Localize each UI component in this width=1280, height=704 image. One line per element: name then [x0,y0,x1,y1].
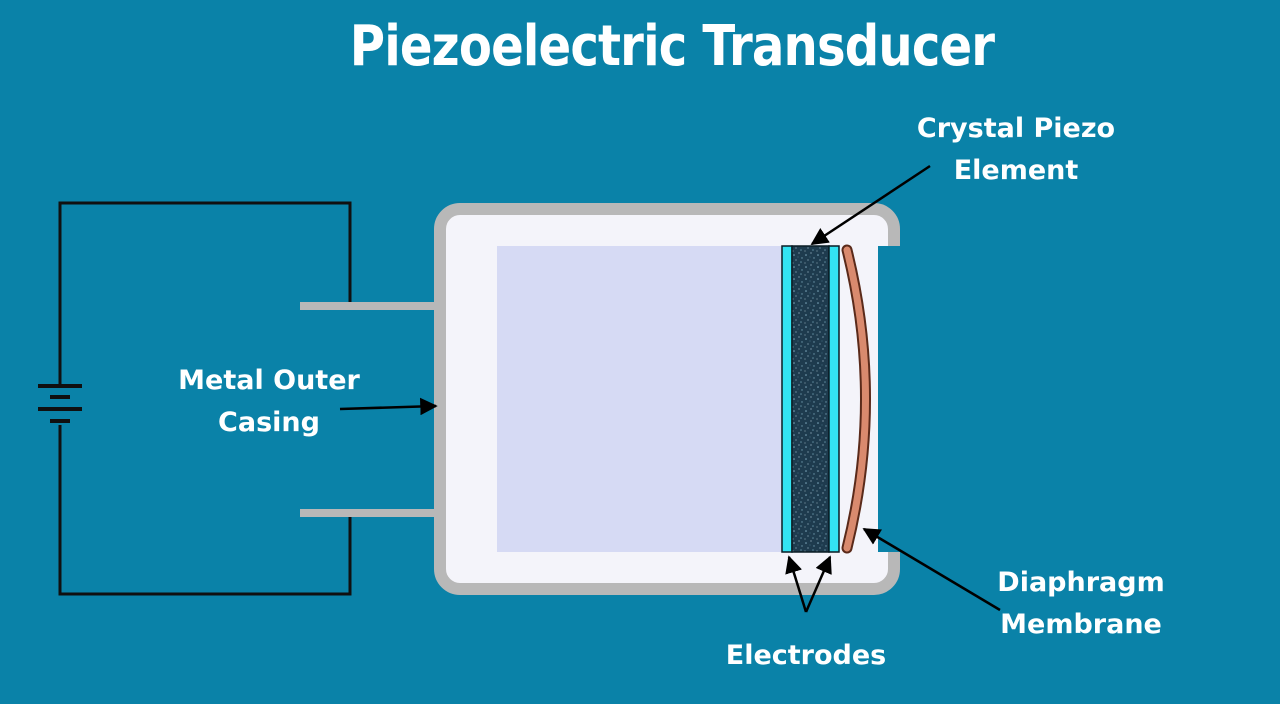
electrode-right-pointer-arrow [804,555,832,613]
casing-label: Metal Outer Casing [166,360,372,444]
inner-cavity [497,246,782,552]
casing-label-line2: Casing [218,407,320,438]
battery-icon [38,384,82,423]
electrodes-label: Electrodes [712,635,900,677]
casing-pointer-arrow [339,397,438,416]
circuit-wire [58,201,352,385]
crystal-label: Crystal Piezo Element [908,108,1124,192]
crystal-piezo-element [791,245,830,553]
crystal-label-line1: Crystal Piezo [916,113,1116,144]
casing-opening [878,246,902,552]
page-title: Piezoelectric Transducer [349,14,995,79]
diaphragm-label-line1: Diaphragm [997,567,1165,598]
diaphragm-label-line2: Membrane [1000,609,1162,640]
electrode-left-pointer-arrow [785,555,808,613]
upper-lead [300,302,440,310]
crystal-pointer-arrow [810,164,931,246]
diaphragm-pointer-arrow [862,527,1001,612]
electrodes-label-text: Electrodes [725,640,887,671]
diaphragm-label: Diaphragm Membrane [986,562,1176,646]
crystal-label-line2: Element [953,155,1079,186]
lower-lead [300,509,440,517]
casing-label-line1: Metal Outer [178,365,360,396]
diaphragm-membrane-fill [843,246,869,552]
right-electrode [828,245,840,553]
left-electrode [781,245,793,553]
circuit-wire-lower [58,425,352,596]
